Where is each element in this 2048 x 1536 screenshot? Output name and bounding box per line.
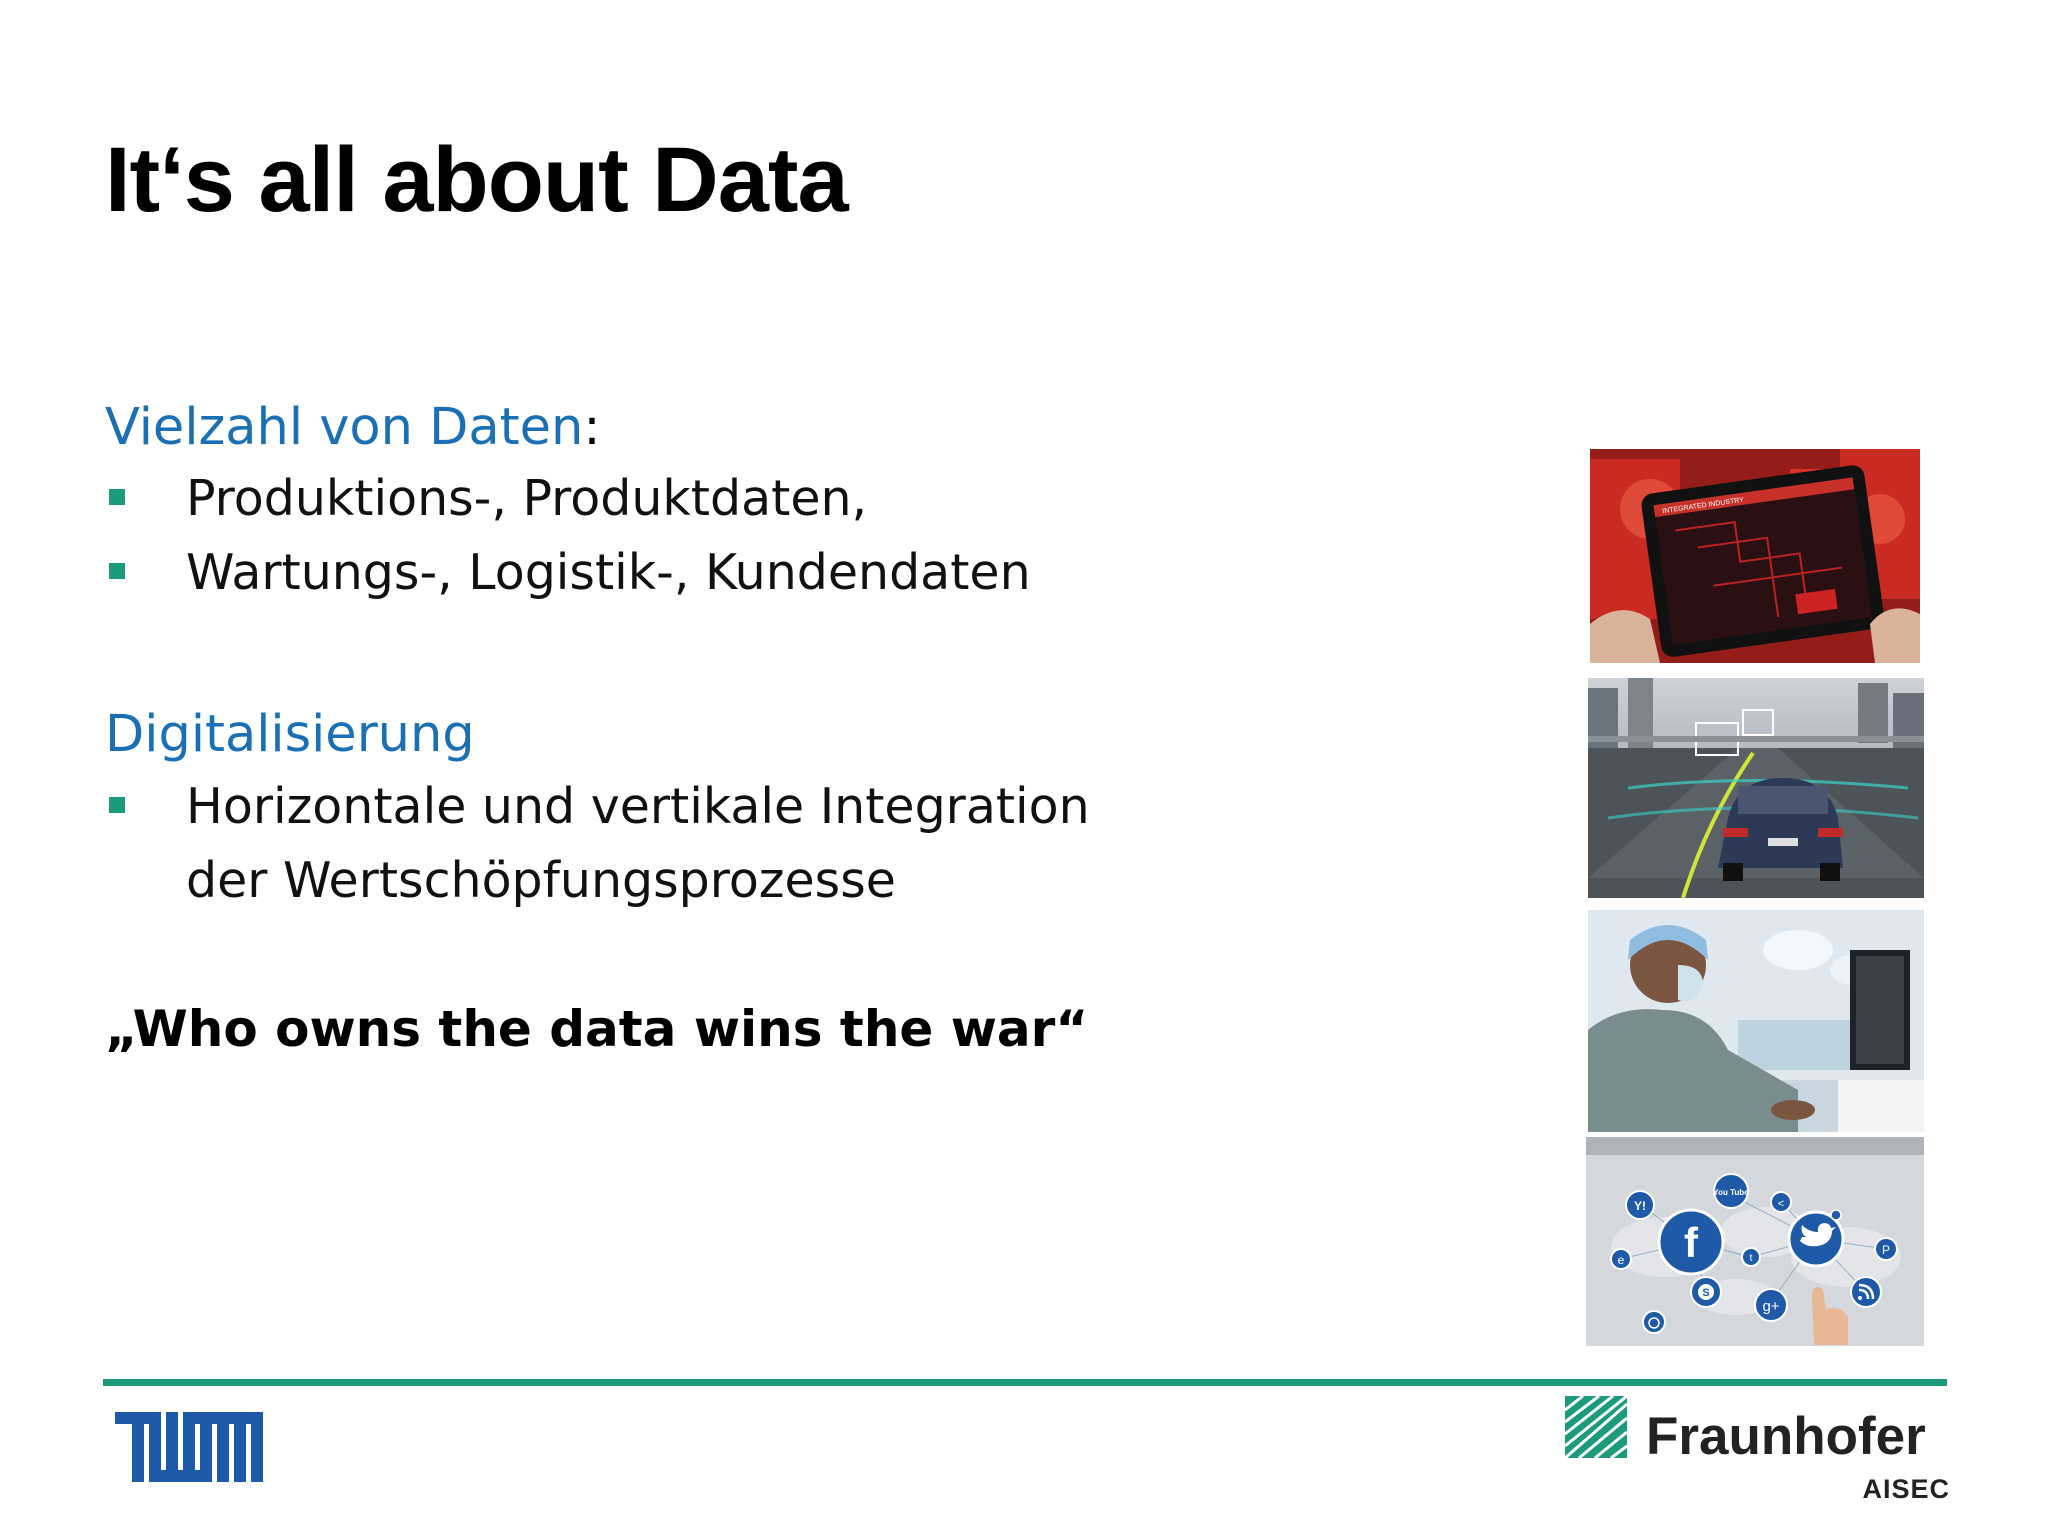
surgeon-computer-photo — [1588, 910, 1924, 1132]
section-heading-data-variety: Vielzahl von Daten: — [105, 398, 601, 457]
heading-colon: : — [583, 398, 601, 457]
slide-quote: „Who owns the data wins the war“ — [105, 1000, 1089, 1058]
yahoo-icon: Y! — [1625, 1190, 1655, 1220]
email-icon: e — [1610, 1248, 1632, 1270]
facebook-icon: f — [1657, 1208, 1725, 1276]
twitter-icon — [1787, 1210, 1845, 1268]
yahoo-glyph: Y! — [1634, 1199, 1646, 1213]
section-heading-text: Vielzahl von Daten — [105, 398, 584, 457]
social-media-network-photo: f You Tube Y! < P — [1586, 1137, 1924, 1346]
tum-logo — [115, 1412, 263, 1482]
section-heading-digitalization: Digitalisierung — [105, 705, 475, 764]
weibo-icon — [1642, 1310, 1666, 1334]
google-plus-glyph: g+ — [1762, 1298, 1779, 1315]
rss-icon — [1850, 1276, 1882, 1308]
share-glyph: < — [1778, 1198, 1784, 1210]
youtube-icon: You Tube — [1713, 1173, 1749, 1209]
pinterest-glyph: P — [1882, 1243, 1890, 1257]
bullet-text: Horizontale und vertikale Integration — [186, 778, 1090, 835]
facebook-glyph: f — [1684, 1219, 1699, 1266]
tumblr-glyph: t — [1750, 1253, 1753, 1264]
share-icon: < — [1770, 1191, 1792, 1213]
fraunhofer-sub: AISEC — [1862, 1474, 1950, 1504]
slide-title: It‘s all about Data — [105, 129, 849, 231]
skype-icon: S — [1690, 1276, 1722, 1308]
fraunhofer-symbol-icon — [1565, 1396, 1627, 1458]
bullet-marker — [109, 489, 125, 505]
footer-divider — [103, 1379, 1947, 1386]
autonomous-car-photo — [1588, 678, 1924, 898]
industry-tablet-photo: INTEGRATED INDUSTRY — [1590, 449, 1920, 663]
bullet-marker — [109, 797, 125, 813]
bullet-text: Wartungs-, Logistik-, Kundendaten — [186, 544, 1031, 601]
tumblr-icon: t — [1741, 1247, 1761, 1267]
bullet-marker — [109, 563, 125, 579]
pinterest-icon: P — [1874, 1237, 1898, 1261]
skype-glyph: S — [1702, 1287, 1709, 1299]
fraunhofer-name: Fraunhofer — [1646, 1407, 1926, 1466]
bullet-text: Produktions-, Produktdaten, — [186, 470, 868, 527]
small-node-icon — [1830, 1209, 1842, 1221]
email-glyph: e — [1618, 1253, 1625, 1267]
bullet-continuation-text: der Wertschöpfungsprozesse — [186, 852, 896, 909]
fraunhofer-logo: Fraunhofer AISEC — [1565, 1396, 1950, 1506]
youtube-glyph: You Tube — [1713, 1188, 1749, 1197]
google-plus-icon: g+ — [1754, 1288, 1788, 1322]
